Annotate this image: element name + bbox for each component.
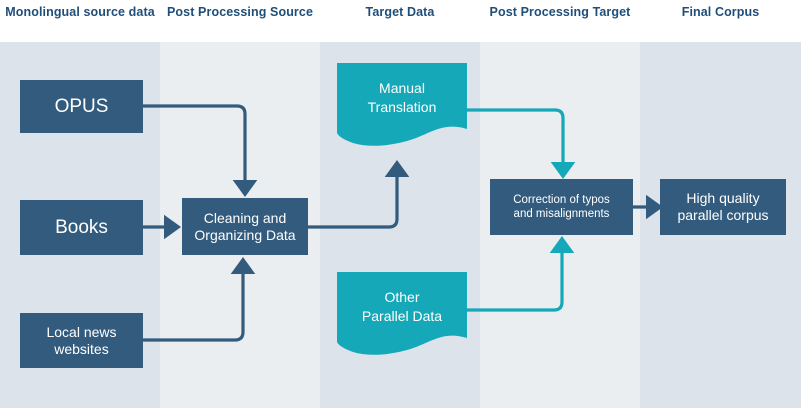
- node-correction-of-typos-and-misalignments-label: Correction of typos and misalignments: [513, 194, 610, 220]
- column-header-post-processing-target: Post Processing Target: [489, 5, 631, 19]
- column-header-final-corpus: Final Corpus: [681, 5, 760, 19]
- node-cleaning-and-organizing-data-label: Cleaning and Organizing Data: [194, 209, 296, 243]
- node-high-quality-parallel-corpus[interactable]: High quality parallel corpus: [660, 179, 786, 235]
- node-other-parallel-data[interactable]: Other Parallel Data: [337, 272, 467, 364]
- node-high-quality-parallel-corpus-label: High quality parallel corpus: [677, 190, 769, 223]
- node-books[interactable]: Books: [20, 200, 143, 255]
- node-other-parallel-data-label: Other Parallel Data: [361, 289, 443, 324]
- column-header-post-processing-source: Post Processing Source: [167, 5, 313, 19]
- column-header-target-data: Target Data: [365, 5, 435, 19]
- wavy-shape-manual-translation: [337, 63, 467, 146]
- node-opus[interactable]: OPUS: [20, 80, 143, 133]
- node-books-label: Books: [55, 216, 108, 238]
- wavy-shape-other-parallel-data: [337, 272, 467, 355]
- node-opus-label: OPUS: [54, 95, 109, 117]
- node-manual-translation[interactable]: Manual Translation: [337, 63, 467, 153]
- node-correction-of-typos-and-misalignments[interactable]: Correction of typos and misalignments: [490, 179, 633, 235]
- node-local-news-websites-label: Local news websites: [46, 323, 117, 357]
- node-manual-translation-label: Manual Translation: [367, 80, 437, 115]
- node-cleaning-and-organizing-data[interactable]: Cleaning and Organizing Data: [182, 198, 308, 255]
- column-header-monolingual-source-data: Monolingual source data: [5, 5, 155, 19]
- node-local-news-websites[interactable]: Local news websites: [20, 313, 143, 368]
